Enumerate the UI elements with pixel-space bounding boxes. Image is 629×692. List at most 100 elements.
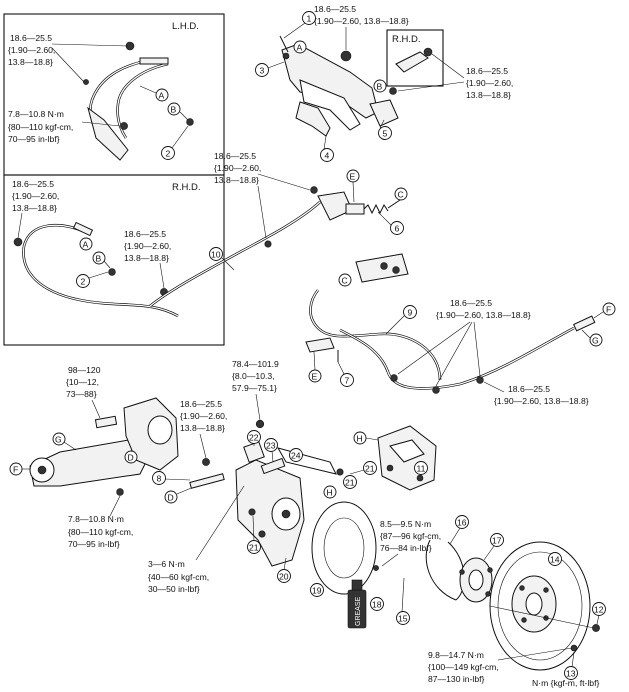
rhd-small-inset-label: R.H.D.	[392, 34, 421, 45]
rhd-nut-torque-mid: 18.6—25.5 {1.90—2.60, 13.8—18.8}	[124, 229, 171, 289]
svg-text:98—120: 98—120	[68, 365, 101, 375]
svg-text:13.8—18.8}: 13.8—18.8}	[214, 175, 259, 185]
svg-text:70—95 in-lbf}: 70—95 in-lbf}	[68, 539, 120, 549]
svg-text:{1.90—2.60,: {1.90—2.60,	[8, 45, 55, 55]
letter-a1: A	[159, 90, 165, 100]
brake-disc	[489, 541, 600, 671]
svg-text:{10—12,: {10—12,	[66, 377, 99, 387]
svg-text:3—6 N·m: 3—6 N·m	[148, 559, 185, 569]
rhd-small-inset: R.H.D.	[386, 29, 444, 87]
letter-h2: H	[357, 433, 363, 443]
lever-nut-torque: 18.6—25.5 {1.90—2.60, 13.8—18.8}	[314, 4, 409, 50]
letter-e1: E	[350, 171, 356, 181]
letter-b3: B	[377, 81, 383, 91]
svg-text:13.8—18.8}: 13.8—18.8}	[12, 203, 57, 213]
rhd-inset-label: R.H.D.	[172, 182, 201, 193]
cable-bracket-torque: 18.6—25.5 {1.90—2.60, 13.8—18.8}	[214, 151, 311, 239]
svg-text:57.9—75.1}: 57.9—75.1}	[232, 383, 277, 393]
letter-f1: F	[606, 304, 611, 314]
part-20: 20	[279, 571, 289, 581]
svg-text:18.6—25.5: 18.6—25.5	[214, 151, 256, 161]
svg-text:{1.90—2.60, 13.8—18.8}: {1.90—2.60, 13.8—18.8}	[494, 396, 589, 406]
svg-text:18.6—25.5: 18.6—25.5	[124, 229, 166, 239]
part-21-lower: 21	[249, 542, 259, 552]
rear-brackets-torque: 18.6—25.5 {1.90—2.60, 13.8—18.8}	[397, 298, 531, 387]
part-18: 18	[372, 599, 382, 609]
part-9: 9	[408, 307, 413, 317]
rhd-cable-drawing	[13, 221, 179, 318]
part-11: 11	[417, 463, 426, 473]
letter-d2: D	[168, 492, 174, 502]
adjuster-rod	[345, 199, 401, 215]
svg-text:8.5—9.5 N·m: 8.5—9.5 N·m	[380, 519, 431, 529]
letter-b1: B	[171, 104, 177, 114]
svg-text:{1.90—2.60,: {1.90—2.60,	[466, 78, 513, 88]
part-15: 15	[398, 613, 408, 623]
backing-callouts: 8 22 23 24 H 21 21 H 11 21 20	[152, 430, 428, 583]
letter-h1: H	[327, 487, 333, 497]
part-2-rhd: 2	[81, 276, 86, 286]
rhd-inset-torque: 18.6—25.5 {1.90—2.60, 13.8—18.8}	[397, 53, 513, 100]
part-22: 21	[345, 477, 355, 487]
letter-a2: A	[83, 239, 89, 249]
parking-brake-lever	[279, 35, 399, 151]
lhd-inset-label: L.H.D.	[172, 21, 199, 32]
svg-text:13.8—18.8}: 13.8—18.8}	[124, 253, 169, 263]
caliper	[377, 425, 437, 491]
part-5: 5	[383, 128, 388, 138]
svg-text:9.8—14.7 N·m: 9.8—14.7 N·m	[428, 650, 484, 660]
part-10: 10	[211, 249, 221, 259]
trailing-arm	[29, 397, 179, 496]
backing-screw-torque: 3—6 N·m {40—60 kgf-cm, 30—50 in-lbf}	[148, 485, 245, 594]
link-bolt-torque: 7.8—10.8 N·m {80—110 kgf-cm, 70—95 in-lb…	[68, 495, 133, 549]
rhd-small-inset-drawing	[395, 47, 433, 73]
part-4: 4	[325, 150, 330, 160]
part-1: 1	[307, 13, 312, 23]
part-23: 22	[249, 432, 259, 442]
disc-callouts: 19 18 15 16 17 14 12 13	[310, 515, 606, 680]
part-25: 24	[291, 450, 301, 460]
part-17: 17	[492, 535, 502, 545]
trailing-arm-torque: 98—120 {10—12, 73—88}	[66, 365, 101, 419]
svg-text:{40—60 kgf-cm,: {40—60 kgf-cm,	[148, 572, 209, 582]
part-19: 19	[312, 585, 322, 595]
unit-note: N·m {kgf-m, ft-lbf}	[532, 678, 599, 688]
svg-text:18.6—25.5: 18.6—25.5	[314, 4, 356, 14]
svg-text:78.4—101.9: 78.4—101.9	[232, 359, 279, 369]
svg-text:18.6—25.5: 18.6—25.5	[466, 66, 508, 76]
letter-c2: C	[342, 275, 348, 285]
arm-callouts: G F D D	[9, 432, 197, 504]
knuckle-bolt-torque: 78.4—101.9 {8.0—10.3, 57.9—75.1}	[232, 359, 279, 421]
svg-text:{87—96 kgf-cm,: {87—96 kgf-cm,	[380, 531, 441, 541]
adjuster-nut-torque: 18.6—25.5 {1.90—2.60, 13.8—18.8}	[180, 399, 227, 459]
letter-c1: C	[398, 189, 404, 199]
svg-text:73—88}: 73—88}	[66, 389, 97, 399]
svg-text:{80—110 kgf-cm,: {80—110 kgf-cm,	[8, 122, 73, 132]
front-cable	[149, 186, 353, 308]
part-3: 3	[260, 65, 265, 75]
part-24: 23	[266, 440, 276, 450]
svg-text:76—84 in-lbf}: 76—84 in-lbf}	[380, 543, 432, 553]
letter-g2: G	[55, 434, 62, 444]
svg-text:18.6—25.5: 18.6—25.5	[508, 384, 550, 394]
svg-text:18.6—25.5: 18.6—25.5	[10, 33, 52, 43]
front-cable-callouts: E C 6 10	[209, 169, 408, 271]
svg-text:7.8—10.8 N·m: 7.8—10.8 N·m	[8, 109, 64, 119]
rhd-nut-torque-left: 18.6—25.5 {1.90—2.60, 13.8—18.8}	[12, 179, 59, 239]
part-21-upper: 21	[365, 463, 375, 473]
part-6: 6	[395, 223, 400, 233]
rear-cable	[305, 253, 596, 394]
letter-a3: A	[297, 42, 303, 52]
svg-text:7.8—10.8 N·m: 7.8—10.8 N·m	[68, 514, 124, 524]
rear-lower-torque: 18.6—25.5 {1.90—2.60, 13.8—18.8}	[483, 381, 589, 406]
lhd-nut-torque: 18.6—25.5 {1.90—2.60, 13.8—18.8}	[8, 33, 129, 83]
svg-text:{100—149 kgf-cm,: {100—149 kgf-cm,	[428, 662, 499, 672]
svg-text:{1.90—2.60,: {1.90—2.60,	[12, 191, 59, 201]
rhd-callouts: A B 2	[76, 237, 111, 288]
letter-f2: F	[13, 464, 18, 474]
svg-text:18.6—25.5: 18.6—25.5	[180, 399, 222, 409]
svg-text:13.8—18.8}: 13.8—18.8}	[180, 423, 225, 433]
part-2-lhd: 2	[166, 148, 171, 158]
svg-text:{1.90—2.60,: {1.90—2.60,	[180, 411, 227, 421]
